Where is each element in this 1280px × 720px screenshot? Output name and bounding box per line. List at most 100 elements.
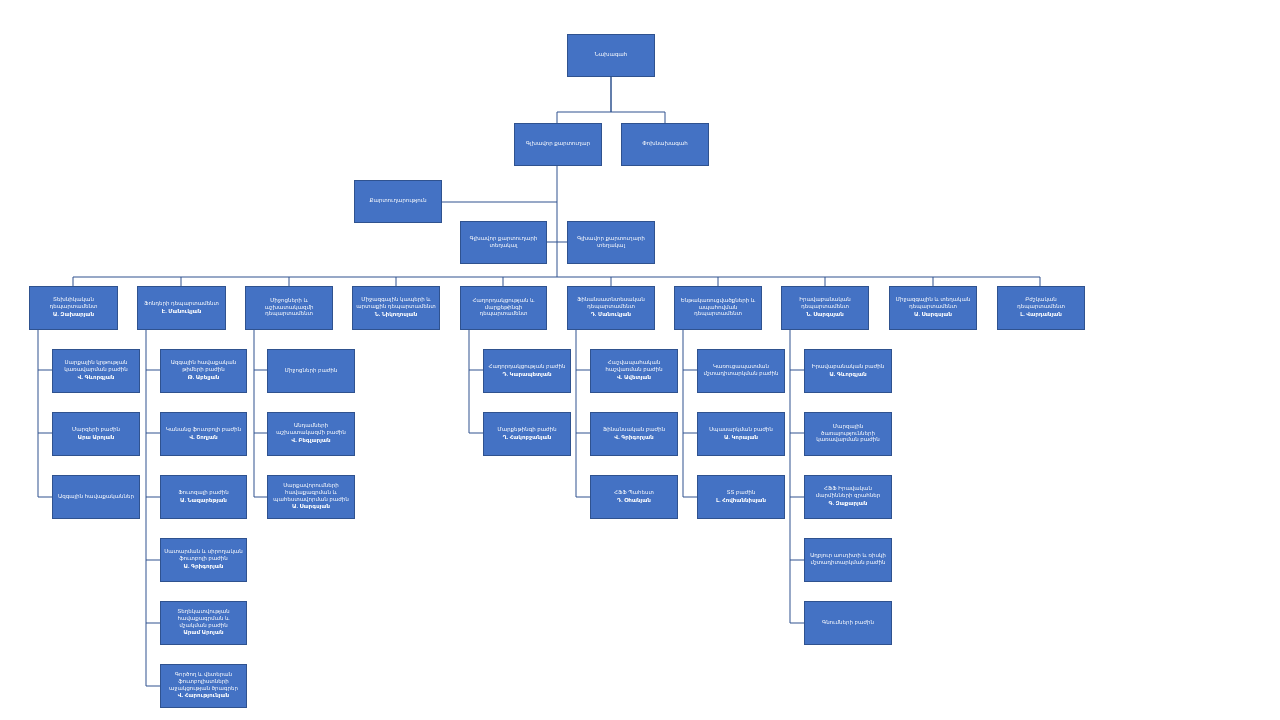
node-title: Ազգային հավաքականներ	[57, 493, 134, 500]
node-d8-sub-2[interactable]: Մարզային ծառայությունների կառավարման բաժ…	[804, 412, 892, 456]
node-person: Ա. Գրիգորյան	[183, 563, 224, 570]
node-d2-sub-6[interactable]: Գործող և վետերան ֆուտբոլիստների աջակցութ…	[160, 664, 247, 708]
node-dept-infrastructure[interactable]: Ենթակառուցվածքների և ապահովման դեպարտամե…	[674, 286, 762, 330]
node-title: Տեխնիկական դեպարտամենտ	[49, 297, 98, 311]
node-title: Միջոցների բաժին	[284, 367, 338, 374]
node-dept-communication[interactable]: Հաղորդակցության և մարքեթինգի դեպարտամենտ	[460, 286, 547, 330]
node-dept-resources[interactable]: Միջոցների և աշխատակազմի դեպարտամենտ	[245, 286, 333, 330]
node-person: Վ. Բեգլարյան	[291, 437, 331, 444]
node-d6-sub-1[interactable]: Հաշվապահական հաշվառման բաժին Վ. Ավետյան	[590, 349, 678, 393]
node-title: Աղբյուր աուդիտի և ռիսկի մշտադիտարկման բա…	[810, 553, 886, 566]
node-title: Սպասարկման բաժին	[709, 426, 773, 433]
node-dept-technical[interactable]: Տեխնիկական դեպարտամենտ Ա. Զախարյան	[29, 286, 118, 330]
node-dept-international-local[interactable]: Միջազգային և տեղական դեպարտամենտ Ա. Սարգ…	[889, 286, 977, 330]
node-title: Բժշկական դեպարտամենտ	[1017, 297, 1065, 311]
node-title: Սարքավորումների հավաքագրման և պահեստավոր…	[273, 482, 349, 503]
node-title: Հաղորդակցության և մարքեթինգի դեպարտամենտ	[472, 297, 535, 318]
node-person: Ա. Սարգսյան	[291, 504, 331, 511]
node-person: Ա. Կորայան	[723, 434, 759, 441]
node-title: Ֆոնդերի դեպարտամենտ	[144, 300, 219, 307]
node-person: Ա. Զախարյան	[52, 311, 95, 318]
node-title: Գնումների բաժին	[822, 619, 874, 626]
node-d6-sub-3[interactable]: ՀՖՖ Պահեստ Դ. Օհանյան	[590, 475, 678, 519]
node-title: Միջազգային կապերի և արտաքին դեպարտամենտ	[356, 297, 436, 311]
node-vice-chairman[interactable]: Փոխնախագահ	[621, 123, 709, 166]
node-d8-sub-5[interactable]: Գնումների բաժին	[804, 601, 892, 645]
node-title: Ֆինանսական բաժին	[602, 426, 666, 433]
node-title: Գլխավոր քարտուղար	[525, 141, 591, 148]
node-d3-sub-3[interactable]: Սարքավորումների հավաքագրման և պահեստավոր…	[267, 475, 355, 519]
node-title: Գլխավոր քարտուղարի տեղակալ	[469, 235, 538, 249]
node-title: Տեղեկատվության հավաքագրման և մշակման բաժ…	[177, 608, 230, 629]
node-title: Ենթակառուցվածքների և ապահովման դեպարտամե…	[680, 297, 756, 318]
node-title: ՀՖՖ Պահեստ	[614, 489, 654, 496]
node-d1-sub-1[interactable]: Սարքային կրթության կառավարման բաժին Վ. Գ…	[52, 349, 140, 393]
node-person: Վ. Հարությունյան	[177, 693, 230, 700]
node-d3-sub-1[interactable]: Միջոցների բաժին	[267, 349, 355, 393]
node-person: Վ. Գրիգորյան	[614, 434, 654, 441]
node-dept-finance[interactable]: Ֆինանսատնտեսական դեպարտամենտ Դ. Մանուկյա…	[567, 286, 655, 330]
node-person: Վ. Ավետյան	[616, 374, 652, 381]
node-d7-sub-1[interactable]: Կառուցապատման մշտադիտարկման բաժին	[697, 349, 785, 393]
node-title: Քարտուղարություն	[369, 198, 427, 205]
node-d8-sub-3[interactable]: ՀՖՖ Իրավական մարմինների զրահներ Գ. Զաքար…	[804, 475, 892, 519]
node-d2-sub-3[interactable]: Ֆուտզալի բաժին Ա. Նազարեթյան	[160, 475, 247, 519]
node-title: Գործող և վետերան ֆուտբոլիստների աջակցութ…	[169, 671, 238, 692]
node-d5-sub-2[interactable]: Մարքեթինգի բաժին Ղ. Հակոբջանյան	[483, 412, 571, 456]
node-title: Միջոցների և աշխատակազմի դեպարտամենտ	[264, 297, 314, 318]
node-person: Ա. Գևորգյան	[829, 371, 867, 378]
node-title: Ֆինանսատնտեսական դեպարտամենտ	[577, 297, 645, 311]
node-d3-sub-2[interactable]: Անդամների աշխատակազմի բաժին Վ. Բեգլարյան	[267, 412, 355, 456]
node-deputy-ceo-1[interactable]: Գլխավոր քարտուղարի տեղակալ	[460, 221, 547, 264]
node-title: ՀՖՖ Իրավական մարմինների զրահներ	[815, 486, 881, 500]
node-title: Անդամների աշխատակազմի բաժին	[276, 423, 346, 437]
node-d6-sub-2[interactable]: Ֆինանսական բաժին Վ. Գրիգորյան	[590, 412, 678, 456]
node-secretariat[interactable]: Քարտուղարություն	[354, 180, 442, 223]
node-person: Ն. Նիկողոսյան	[374, 311, 418, 318]
node-person: Դ. Կարապետյան	[502, 371, 552, 378]
node-person: Արամ Արոյան	[183, 630, 224, 637]
node-d8-sub-4[interactable]: Աղբյուր աուդիտի և ռիսկի մշտադիտարկման բա…	[804, 538, 892, 582]
node-title: Գլխավոր քարտուղարի տեղակալ	[577, 235, 645, 249]
node-person: Արա Արոյան	[77, 434, 115, 441]
node-ceo[interactable]: Գլխավոր քարտուղար	[514, 123, 602, 166]
node-person: Վ. Գևորգյան	[77, 374, 115, 381]
node-d2-sub-1[interactable]: Ազգային հավաքական թիմերի բաժին Թ. Աբելյա…	[160, 349, 247, 393]
node-title: Մարքեթինգի բաժին	[497, 426, 557, 433]
node-title: Իրավաբանական դեպարտամենտ	[799, 297, 851, 311]
node-dept-medical[interactable]: Բժշկական դեպարտամենտ Լ. Վարդանյան	[997, 286, 1085, 330]
node-d8-sub-1[interactable]: Իրավաբանական բաժին Ա. Գևորգյան	[804, 349, 892, 393]
node-person: Ա. Սարգսյան	[913, 311, 953, 318]
node-d2-sub-2[interactable]: Կանանց ֆուտբոլի բաժին Վ. Շողյան	[160, 412, 247, 456]
node-dept-international[interactable]: Միջազգային կապերի և արտաքին դեպարտամենտ …	[352, 286, 440, 330]
node-d2-sub-5[interactable]: Տեղեկատվության հավաքագրման և մշակման բաժ…	[160, 601, 247, 645]
node-d5-sub-1[interactable]: Հաղորդակցության բաժին Դ. Կարապետյան	[483, 349, 571, 393]
node-title: Սարքային կրթության կառավարման բաժին	[64, 360, 128, 374]
node-d7-sub-2[interactable]: Սպասարկման բաժին Ա. Կորայան	[697, 412, 785, 456]
node-title: Կառուցապատման մշտադիտարկման բաժին	[703, 364, 779, 377]
node-dept-legal[interactable]: Իրավաբանական դեպարտամենտ Ն. Սարգսյան	[781, 286, 869, 330]
node-title: Հաղորդակցության բաժին	[488, 363, 566, 370]
node-deputy-ceo-2[interactable]: Գլխավոր քարտուղարի տեղակալ	[567, 221, 655, 264]
node-title: Ազգային հավաքական թիմերի բաժին	[170, 360, 237, 374]
node-person: Դ. Մանուկյան	[590, 311, 632, 318]
node-person: Ն. Սարգսյան	[806, 311, 844, 318]
node-dept-funds[interactable]: Ֆոնդերի դեպարտամենտ Է. Մանուկյան	[137, 286, 226, 330]
node-title: Մարզերի բաժին	[71, 426, 121, 433]
node-d7-sub-3[interactable]: ՏՏ բաժին Լ. Հովհաննիսյան	[697, 475, 785, 519]
node-title: Սատարման և սիրողական ֆուտբոլի բաժին	[164, 549, 243, 563]
node-chairman[interactable]: Նախագահ	[567, 34, 655, 77]
node-title: Իրավաբանական բաժին	[811, 363, 885, 370]
node-title: Միջազգային և տեղական դեպարտամենտ	[895, 297, 971, 311]
node-title: ՏՏ բաժին	[726, 489, 756, 496]
node-person: Գ. Զաքարյան	[828, 500, 868, 507]
node-d1-sub-2[interactable]: Մարզերի բաժին Արա Արոյան	[52, 412, 140, 456]
node-d1-sub-3[interactable]: Ազգային հավաքականներ	[52, 475, 140, 519]
node-d2-sub-4[interactable]: Սատարման և սիրողական ֆուտբոլի բաժին Ա. Գ…	[160, 538, 247, 582]
node-person: Լ. Վարդանյան	[1020, 311, 1062, 318]
node-title: Ֆուտզալի բաժին	[178, 489, 229, 496]
node-person: Ա. Նազարեթյան	[180, 497, 227, 504]
node-person: Է. Մանուկյան	[161, 308, 202, 315]
node-person: Ղ. Հակոբջանյան	[502, 434, 552, 441]
node-title: Հաշվապահական հաշվառման բաժին	[605, 360, 663, 374]
